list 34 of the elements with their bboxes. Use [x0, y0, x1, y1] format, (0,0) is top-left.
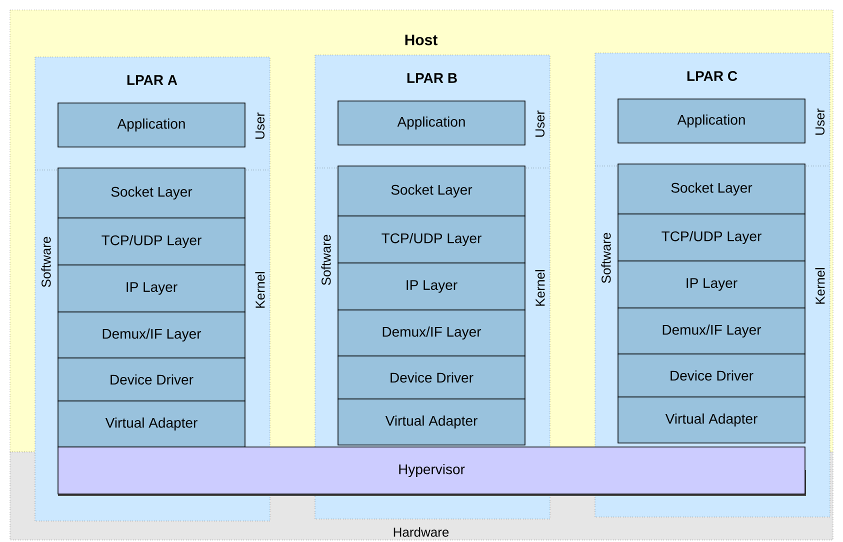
layer-box: Device Driver	[338, 356, 526, 400]
layer-box: Demux/IF Layer	[618, 308, 806, 354]
layer-box: Demux/IF Layer	[58, 312, 246, 358]
lpar-title: LPAR B	[407, 73, 457, 83]
side-label: User	[255, 112, 265, 139]
side-label: Software	[321, 234, 331, 286]
side-label: User	[815, 108, 825, 135]
layer-box: IP Layer	[58, 264, 246, 312]
layer-box: Virtual Adapter	[338, 398, 526, 446]
layer-box: Socket Layer	[338, 166, 526, 216]
side-label: Software	[601, 232, 611, 284]
application-box: Application	[338, 100, 526, 146]
layer-box: Device Driver	[58, 358, 246, 402]
layer-box: TCP/UDP Layer	[338, 216, 526, 264]
layer-box: Device Driver	[618, 354, 806, 398]
side-label: Kernel	[255, 272, 265, 308]
hypervisor-bar: Hypervisor	[58, 446, 806, 496]
layer-box: Socket Layer	[58, 168, 246, 218]
side-label: Software	[41, 236, 51, 288]
application-box: Application	[618, 98, 806, 144]
lpar-title: LPAR A	[127, 75, 178, 85]
side-label: Kernel	[815, 268, 825, 304]
side-label: Kernel	[535, 270, 545, 306]
layer-box: Demux/IF Layer	[338, 310, 526, 356]
layer-box: IP Layer	[618, 260, 806, 308]
layer-box: Virtual Adapter	[618, 396, 806, 444]
layer-box: TCP/UDP Layer	[618, 214, 806, 262]
lpar-title: LPAR C	[687, 71, 738, 81]
layer-box: IP Layer	[338, 262, 526, 310]
layer-box: Socket Layer	[618, 164, 806, 214]
side-label: User	[535, 110, 545, 137]
application-box: Application	[58, 102, 246, 148]
layer-box: TCP/UDP Layer	[58, 218, 246, 266]
layer-box: Virtual Adapter	[58, 400, 246, 448]
